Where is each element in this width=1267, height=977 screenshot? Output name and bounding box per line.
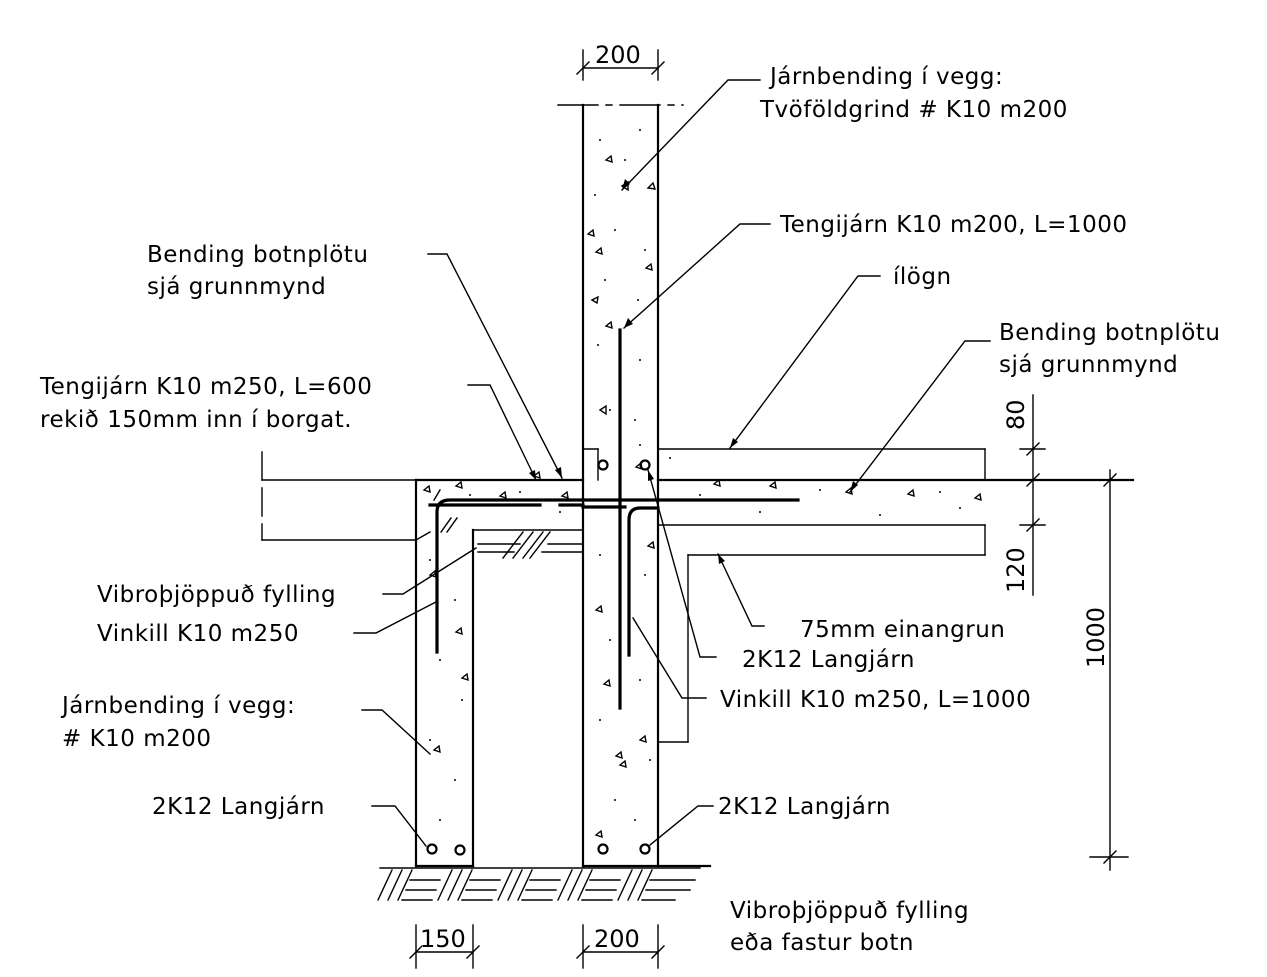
concrete-stipple [429,129,961,821]
label-long-bar-right: 2K12 Langjárn [718,794,891,820]
aggregate-marks [422,154,982,839]
left-slab [261,451,431,541]
left-wall [414,478,585,868]
label-angle-bar: Vinkill K10 m250 [97,621,299,647]
label-long-bar-left: 2K12 Langjárn [152,794,325,820]
dim-wall-top: 200 [595,41,641,69]
dim-slab: 120 [1002,547,1030,593]
ground-hatch-base [377,867,701,901]
label-angle-bar-long: Vinkill K10 m250, L=1000 [720,687,1031,713]
label-tie-bar-left-1: Tengijárn K10 m250, L=600 [39,374,372,400]
label-base-fill-1: Vibroþjöppuð fylling [730,898,969,924]
label-base-fill-2: eða fastur botn [730,930,914,956]
leader-arrows [529,179,858,564]
label-tie-bar-top: Tengijárn K10 m200, L=1000 [779,212,1128,238]
long-bars [426,459,651,856]
rebars [428,328,800,710]
label-long-bar-mid: 2K12 Langjárn [742,647,915,673]
dim-left-wall: 150 [420,925,466,953]
dim-footing: 1000 [1082,607,1110,668]
label-slab-rebar-left-1: Bending botnplötu [147,242,368,268]
label-vibro-fill: Vibroþjöppuð fylling [97,582,336,608]
dimension-lines [409,49,1134,969]
dim-topping: 80 [1002,399,1030,430]
label-insulation: 75mm einangrun [800,617,1005,643]
dim-main-wall: 200 [594,925,640,953]
label-tie-bar-left-2: rekið 150mm inn í borgat. [40,407,352,433]
label-slab-rebar-right-1: Bending botnplötu [999,320,1220,346]
label-ilogn: ílögn [893,264,952,290]
label-wall-rebar-title: Járnbending í vegg: [768,64,1003,90]
label-wall-rebar-spec: Tvöföldgrind # K10 m200 [759,97,1068,123]
ground-hatch-inner [440,517,584,559]
label-wall-rebar-small-2: # K10 m200 [62,726,212,752]
label-slab-rebar-right-2: sjá grunnmynd [999,352,1178,378]
leader-lines [353,79,991,847]
right-slab [582,448,1135,743]
label-wall-rebar-small-1: Járnbending í vegg: [60,693,295,719]
main-wall [557,103,712,868]
label-slab-rebar-left-2: sjá grunnmynd [147,274,326,300]
